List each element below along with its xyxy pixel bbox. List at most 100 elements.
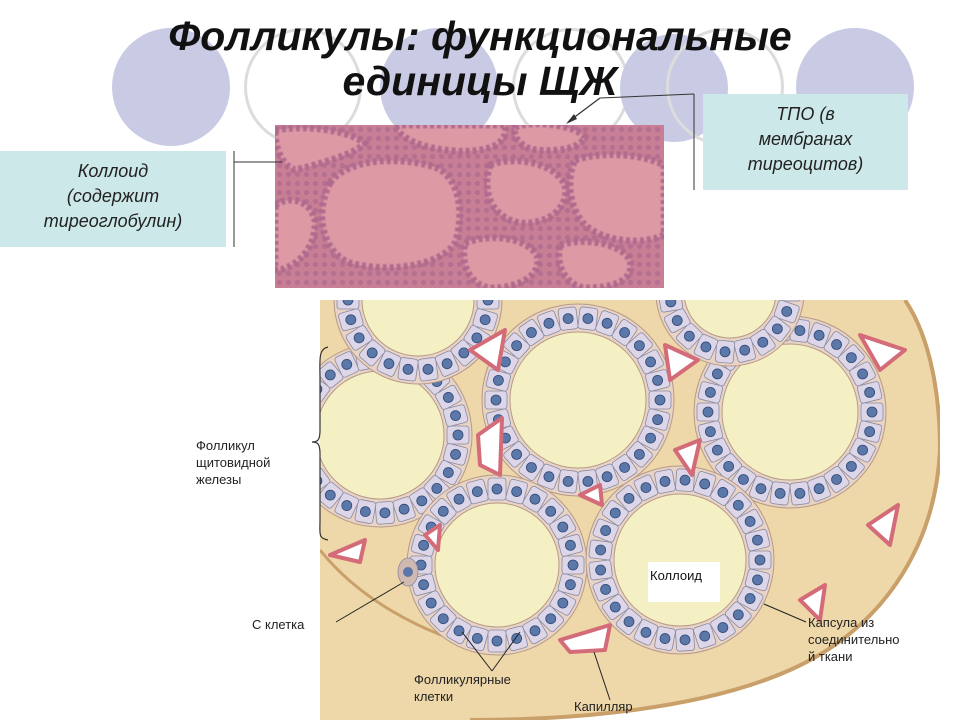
label-follicular-cells: Фолликулярные клетки bbox=[414, 671, 511, 705]
cell-nucleus bbox=[752, 534, 763, 546]
cell-nucleus bbox=[752, 574, 763, 586]
slide-title-line1: Фолликулы: функциональные bbox=[168, 13, 792, 59]
capillary bbox=[423, 523, 442, 552]
capillary bbox=[663, 343, 700, 382]
cell-nucleus bbox=[640, 626, 652, 638]
cell-nucleus bbox=[342, 300, 354, 306]
c-cell-nucleus bbox=[403, 567, 413, 577]
cell-nucleus bbox=[704, 426, 716, 438]
label-follicle-line: Фолликул bbox=[196, 438, 255, 453]
capillary bbox=[578, 483, 604, 507]
capillary bbox=[798, 583, 827, 622]
cell-nucleus bbox=[562, 313, 574, 324]
capillary bbox=[673, 438, 702, 477]
cell-nucleus bbox=[845, 352, 857, 364]
cell-nucleus bbox=[813, 483, 825, 495]
cell-nucleus bbox=[659, 476, 671, 487]
cell-nucleus bbox=[645, 356, 657, 368]
label-capsule: Капсула из соединительно й ткани bbox=[808, 614, 899, 665]
label-follicular-cells-line: Фолликулярные bbox=[414, 672, 511, 687]
cell-nucleus bbox=[711, 368, 723, 380]
label-follicular-cells-line: клетки bbox=[414, 689, 454, 704]
colloid-lumen bbox=[509, 331, 647, 469]
cell-nucleus bbox=[774, 488, 786, 499]
cell-nucleus bbox=[582, 476, 594, 487]
cell-nucleus bbox=[719, 346, 731, 358]
cell-nucleus bbox=[601, 471, 613, 483]
cell-nucleus bbox=[781, 306, 793, 317]
cell-nucleus bbox=[619, 327, 630, 338]
cell-nucleus bbox=[545, 613, 557, 625]
cell-nucleus bbox=[623, 492, 635, 504]
cell-nucleus bbox=[845, 460, 857, 472]
label-colloid-box: Коллоид bbox=[648, 562, 720, 602]
slide-title-line2: единицы ЩЖ bbox=[342, 58, 618, 104]
cell-nucleus bbox=[492, 374, 504, 386]
cell-nucleus bbox=[471, 486, 483, 497]
cell-nucleus bbox=[723, 460, 735, 472]
cell-nucleus bbox=[739, 344, 751, 356]
callout-tpo-line: мембранах bbox=[758, 129, 853, 149]
cell-nucleus bbox=[418, 539, 429, 551]
cell-nucleus bbox=[771, 323, 783, 335]
cell-nucleus bbox=[567, 559, 579, 571]
cell-nucleus bbox=[717, 487, 729, 498]
cell-nucleus bbox=[659, 633, 671, 644]
label-capsule-line: Капсула из bbox=[808, 615, 875, 630]
callout-colloid-line: Коллоид bbox=[77, 161, 149, 181]
cell-nucleus bbox=[450, 448, 461, 460]
colloid-lumen bbox=[434, 502, 560, 628]
label-capillary-text: Капилляр bbox=[574, 699, 633, 714]
cell-nucleus bbox=[645, 432, 657, 444]
cell-nucleus bbox=[452, 429, 464, 441]
cell-nucleus bbox=[441, 358, 453, 370]
cell-nucleus bbox=[529, 493, 541, 505]
cell-nucleus bbox=[633, 340, 645, 352]
cell-nucleus bbox=[453, 493, 465, 505]
cell-nucleus bbox=[482, 300, 494, 306]
cell-nucleus bbox=[437, 505, 449, 517]
cell-nucleus bbox=[557, 597, 569, 609]
callout-tpo-line: ТПО (в bbox=[776, 104, 835, 124]
cell-nucleus bbox=[732, 609, 744, 621]
cell-nucleus bbox=[416, 495, 428, 507]
cell-nucleus bbox=[866, 406, 878, 418]
decorative-circle bbox=[112, 28, 230, 146]
cell-nucleus bbox=[757, 336, 769, 348]
cell-nucleus bbox=[699, 630, 711, 642]
cell-nucleus bbox=[619, 462, 630, 473]
cell-nucleus bbox=[864, 426, 876, 438]
cell-nucleus bbox=[511, 340, 523, 352]
cell-nucleus bbox=[794, 325, 806, 336]
cell-nucleus bbox=[665, 300, 677, 308]
cell-nucleus bbox=[450, 410, 461, 422]
follicular-cell bbox=[476, 300, 500, 310]
cell-nucleus bbox=[442, 392, 454, 403]
cell-nucleus bbox=[744, 516, 756, 527]
cell-nucleus bbox=[565, 579, 576, 591]
cell-nucleus bbox=[595, 544, 607, 556]
cell-nucleus bbox=[543, 471, 555, 483]
cell-nucleus bbox=[557, 521, 569, 533]
callout-colloid-line: (содержит bbox=[66, 186, 160, 206]
cell-nucleus bbox=[479, 314, 491, 326]
cell-nucleus bbox=[744, 593, 756, 604]
cell-nucleus bbox=[490, 394, 502, 406]
cell-nucleus bbox=[679, 634, 691, 646]
cell-nucleus bbox=[471, 633, 483, 644]
cell-nucleus bbox=[652, 414, 664, 426]
cell-nucleus bbox=[700, 341, 712, 353]
label-follicle-line: щитовидной bbox=[196, 455, 271, 470]
cell-nucleus bbox=[794, 488, 806, 499]
capillary bbox=[858, 333, 907, 372]
cell-nucleus bbox=[702, 406, 714, 418]
cell-nucleus bbox=[526, 462, 537, 473]
cell-nucleus bbox=[732, 499, 744, 511]
colloid-lumen bbox=[361, 300, 475, 357]
cell-nucleus bbox=[711, 444, 723, 456]
label-capsule-line: й ткани bbox=[808, 649, 853, 664]
cell-nucleus bbox=[418, 579, 429, 591]
cell-nucleus bbox=[640, 482, 652, 494]
